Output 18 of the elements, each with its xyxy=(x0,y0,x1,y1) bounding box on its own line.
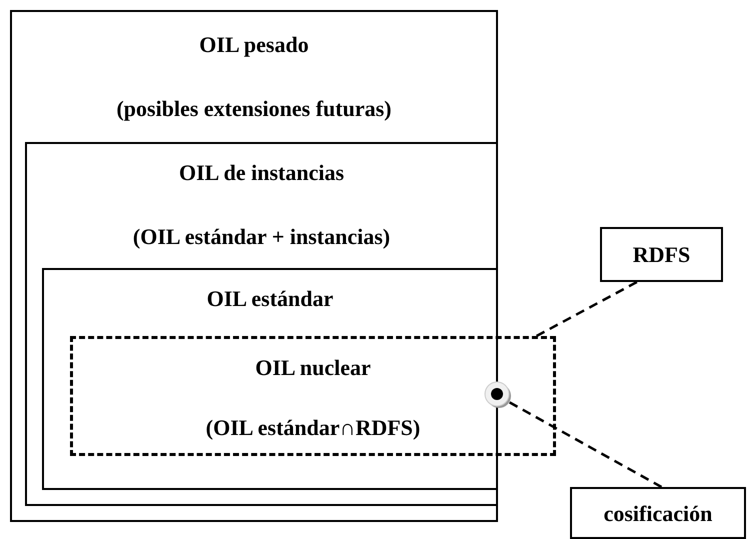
label-box xyxy=(570,487,746,539)
dot-marker xyxy=(484,381,512,409)
layer-title: OIL pesado xyxy=(199,32,309,58)
layer-subtitle: (posibles extensiones futuras) xyxy=(116,96,392,122)
layer-subtitle: (OIL estándar∩RDFS) xyxy=(206,415,420,441)
layer-box xyxy=(42,268,498,490)
box-label: RDFS xyxy=(632,242,690,268)
layer-box xyxy=(25,142,498,506)
layer-subtitle: (OIL estándar + instancias) xyxy=(132,224,390,250)
label-box xyxy=(600,227,723,282)
layer-box xyxy=(10,10,498,522)
layer-title: OIL de instancias xyxy=(178,160,344,186)
layer-title: OIL estándar xyxy=(206,286,334,312)
dashed-box xyxy=(70,336,556,456)
layer-title: OIL nuclear xyxy=(255,355,371,381)
box-label: cosificación xyxy=(604,501,712,527)
leader-line xyxy=(509,401,662,488)
leader-line xyxy=(536,280,638,338)
